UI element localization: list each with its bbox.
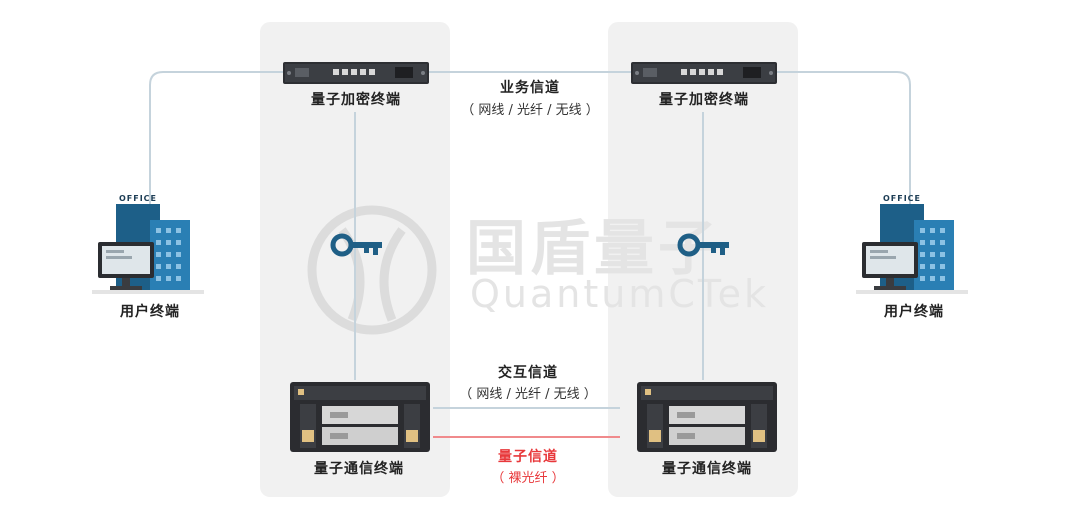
right-user-label: 用户终端: [884, 304, 944, 320]
quantum-device-icon: [290, 382, 430, 452]
link-right-encryptor-user: [777, 71, 911, 205]
left-user-terminal: OFFICE: [92, 190, 204, 298]
right-encryptor-label: 量子加密终端: [659, 92, 749, 108]
interaction-channel-sub: （ 网线 / 光纤 / 无线 ）: [459, 387, 597, 402]
business-channel-title: 业务信道: [500, 80, 560, 96]
interaction-channel-title: 交互信道: [498, 365, 558, 381]
quantum-channel-title: 量子信道: [498, 449, 558, 465]
left-user-label: 用户终端: [120, 304, 180, 320]
quantum-channel-sub: （ 裸光纤 ）: [491, 471, 565, 486]
office-sign: OFFICE: [882, 194, 922, 203]
link-left-user-encryptor: [149, 71, 283, 205]
watermark-cn: 国盾量子: [466, 214, 722, 284]
quantum-device-icon: [637, 382, 777, 452]
key-icon: [677, 233, 729, 257]
monitor-icon: [862, 242, 918, 290]
key-icon: [330, 233, 382, 257]
right-quantum-label: 量子通信终端: [662, 461, 752, 477]
watermark-en: QuantumCTek: [470, 272, 770, 316]
right-user-terminal: OFFICE: [856, 190, 968, 298]
monitor-icon: [98, 242, 154, 290]
left-encryptor-label: 量子加密终端: [311, 92, 401, 108]
encryption-device-icon: [631, 62, 777, 84]
business-channel-sub: （ 网线 / 光纤 / 无线 ）: [461, 103, 599, 118]
office-sign: OFFICE: [118, 194, 158, 203]
encryption-device-icon: [283, 62, 429, 84]
left-quantum-label: 量子通信终端: [314, 461, 404, 477]
